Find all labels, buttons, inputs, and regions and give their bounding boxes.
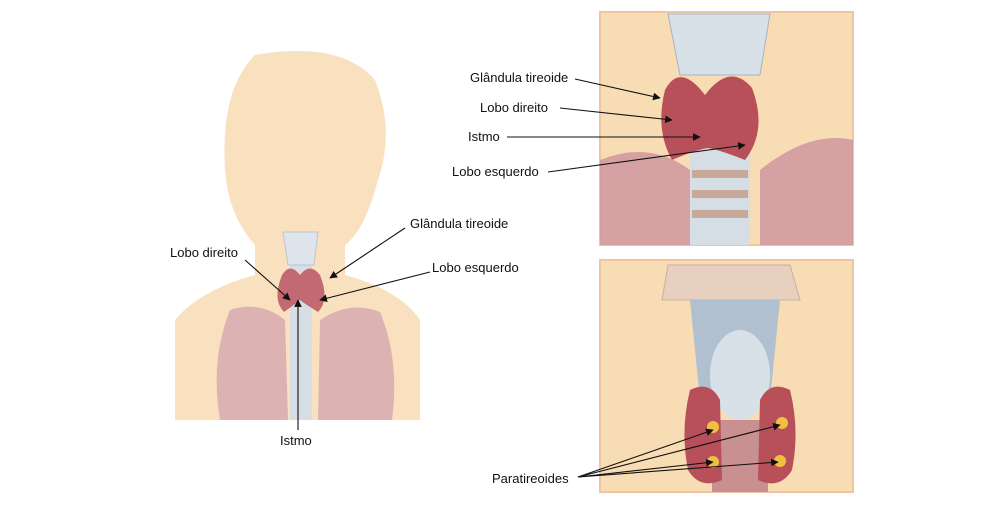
thyroid-lobe-left-posterior	[758, 386, 796, 484]
label-isthmus-top: Istmo	[468, 129, 500, 144]
label-gland-left: Glândula tireoide	[410, 216, 509, 231]
bottom-panel	[599, 259, 854, 493]
label-gland-top: Glândula tireoide	[470, 70, 569, 85]
thyroid-gland-left-figure	[277, 268, 325, 312]
left-figure	[175, 50, 420, 421]
label-left-lobe-left: Lobo esquerdo	[432, 260, 519, 275]
thyroid-gland-top	[661, 76, 759, 160]
label-left-lobe-top: Lobo esquerdo	[452, 164, 539, 179]
label-isthmus-left: Istmo	[280, 433, 312, 448]
larynx	[282, 231, 319, 266]
trachea	[290, 240, 312, 420]
label-parathyroids: Paratireoides	[492, 471, 569, 486]
pointer-arrows	[244, 78, 781, 478]
top-panel	[599, 11, 854, 246]
label-right-lobe-top: Lobo direito	[480, 100, 548, 115]
lungs	[216, 306, 395, 420]
label-right-lobe-left: Lobo direito	[170, 245, 238, 260]
